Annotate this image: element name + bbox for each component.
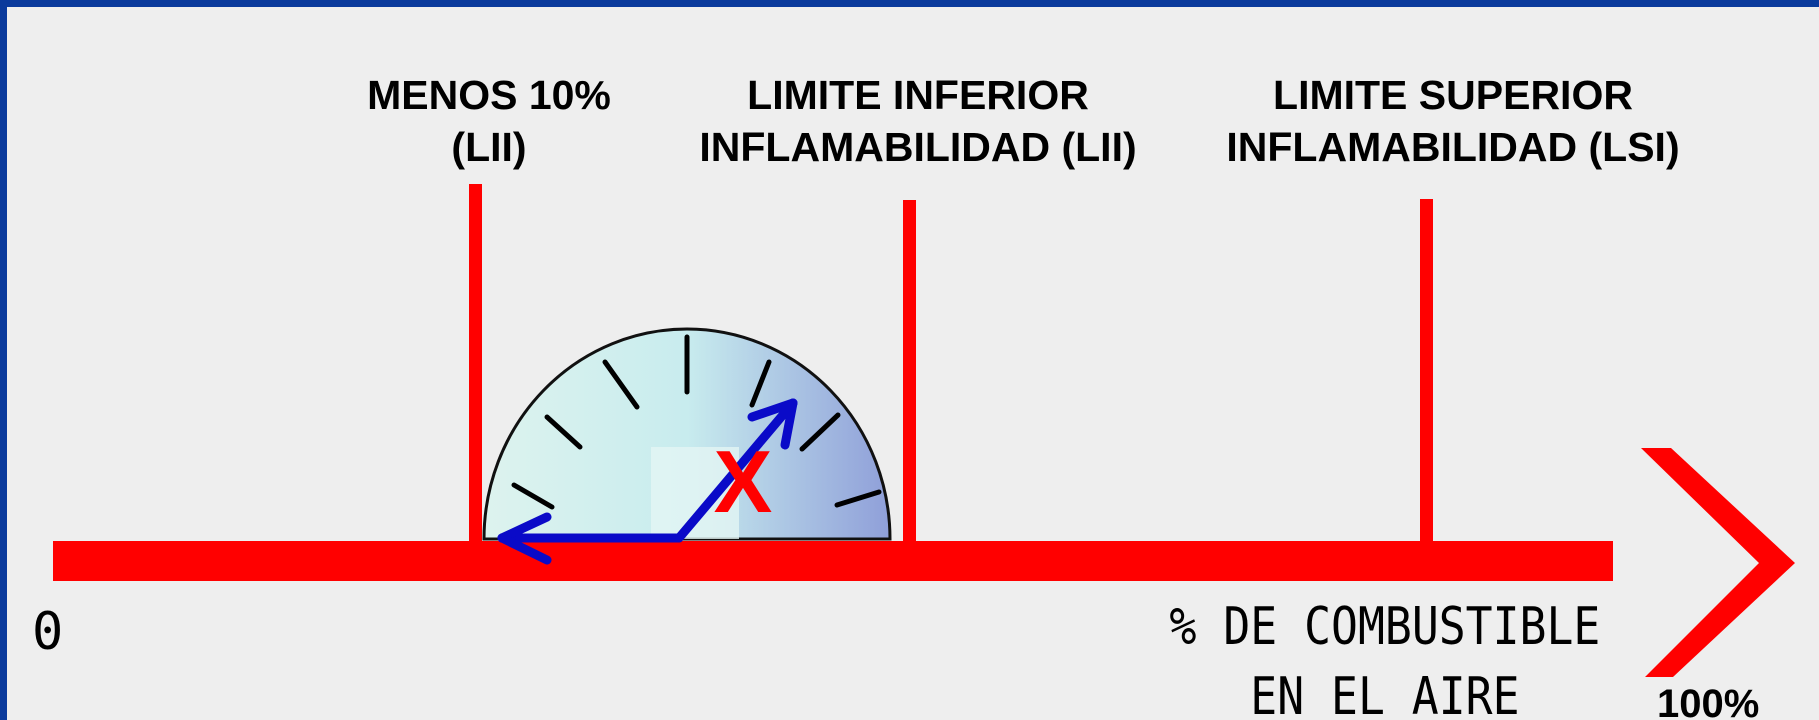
lii-label-line1: LIMITE INFERIOR — [747, 72, 1089, 118]
menos-10-label-line2: (LII) — [451, 124, 527, 170]
axis-title: % DE COMBUSTIBLE EN EL AIRE — [1157, 592, 1613, 720]
diagram-canvas: X — [53, 184, 1795, 677]
axis-bar — [53, 541, 1613, 581]
menos-10-label: MENOS 10% (LII) — [334, 69, 644, 173]
lsi-label: LIMITE SUPERIOR INFLAMABILIDAD (LSI) — [1183, 69, 1723, 173]
semicircle-gauge-icon — [482, 327, 892, 541]
lsi-label-line1: LIMITE SUPERIOR — [1273, 72, 1633, 118]
axis-title-line2: EN EL AIRE — [1250, 667, 1520, 720]
menos-10-line — [469, 184, 482, 546]
axis-zero-label: 0 — [32, 602, 64, 662]
menos-10-label-line1: MENOS 10% — [367, 72, 611, 118]
lii-label-line2: INFLAMABILIDAD (LII) — [699, 124, 1137, 170]
gauge-needle-arrows — [497, 398, 798, 565]
axis-title-line1: % DE COMBUSTIBLE — [1169, 597, 1601, 657]
arrow-right-icon — [1641, 448, 1795, 677]
lii-line — [903, 200, 916, 546]
lsi-line — [1420, 199, 1433, 546]
diagram-frame: X MENOS 10% (LII) LIMITE INFERIOR INFLAM… — [7, 7, 1819, 720]
gauge-x-mark: X — [714, 432, 773, 531]
axis-hundred-label: 100% — [1657, 682, 1760, 720]
lii-label: LIMITE INFERIOR INFLAMABILIDAD (LII) — [653, 69, 1183, 173]
lsi-label-line2: INFLAMABILIDAD (LSI) — [1226, 124, 1680, 170]
